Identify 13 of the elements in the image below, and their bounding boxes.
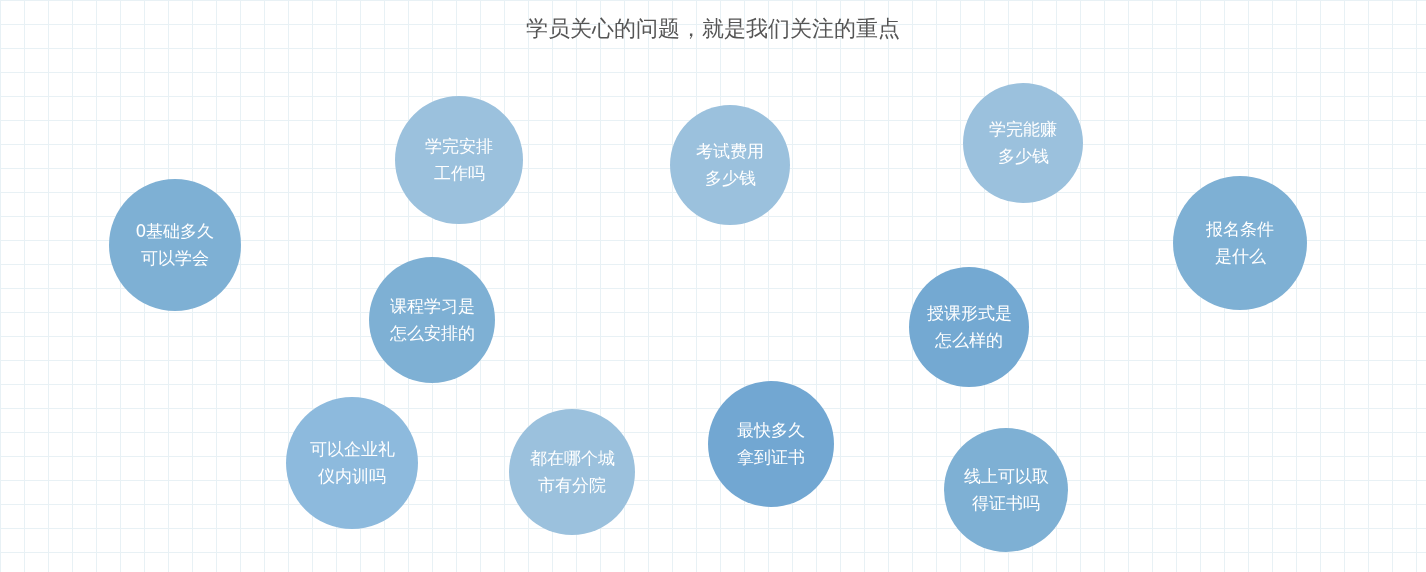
question-text: 授课形式是怎么样的 — [926, 302, 1012, 352]
question-bubble — [909, 267, 1029, 387]
question-text: 线上可以取得证书吗 — [963, 465, 1049, 515]
question-text: 考试费用多少钱 — [696, 140, 764, 190]
question-text: 学完安排工作吗 — [425, 135, 493, 185]
question-text: 最快多久拿到证书 — [737, 419, 805, 469]
question-text: 可以企业礼仪内训吗 — [309, 438, 395, 488]
question-text: 课程学习是怎么安排的 — [389, 295, 475, 345]
question-text: 报名条件是什么 — [1206, 218, 1274, 268]
question-text: 都在哪个城市有分院 — [529, 447, 615, 497]
page-title: 学员关心的问题，就是我们关注的重点 — [526, 16, 900, 41]
question-text: 0基础多久可以学会 — [134, 220, 216, 270]
question-text: 学完能赚多少钱 — [989, 118, 1057, 168]
